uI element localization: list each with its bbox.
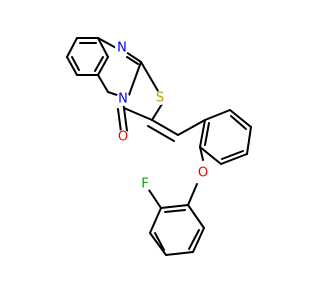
- bond: [97, 74, 109, 93]
- bond: [126, 56, 139, 65]
- bond: [147, 125, 175, 142]
- atom-label: F: [141, 177, 148, 192]
- bond: [94, 56, 104, 72]
- bond: [165, 251, 194, 256]
- bond: [151, 119, 179, 136]
- bond: [140, 61, 159, 92]
- bond: [160, 204, 189, 209]
- bond: [71, 56, 80, 71]
- bond: [148, 189, 162, 209]
- bond: [177, 119, 206, 136]
- atom-label: N: [118, 92, 128, 107]
- bond: [204, 109, 231, 121]
- bond-layer: [66, 37, 252, 256]
- bond: [229, 109, 252, 128]
- bond: [188, 229, 200, 250]
- atom-label-layer: N N S O O F: [115, 41, 210, 192]
- bond: [187, 183, 198, 206]
- bond: [123, 107, 128, 132]
- atom-label: N: [117, 41, 127, 56]
- bond: [97, 37, 109, 58]
- atom-nitrogen-bridgehead: N: [116, 92, 130, 107]
- bond: [192, 227, 205, 253]
- bond: [149, 207, 162, 234]
- bond: [149, 232, 167, 256]
- bond: [66, 56, 78, 76]
- bond: [220, 153, 248, 165]
- bond: [125, 51, 142, 63]
- bond: [97, 56, 109, 76]
- bond: [199, 146, 222, 165]
- bond: [199, 119, 206, 148]
- molecule-structure: N N S O O F: [66, 37, 252, 256]
- atom-label: S: [156, 91, 164, 106]
- atom-label: O: [118, 130, 128, 145]
- atom-nitrogen-imidazole: N: [115, 41, 129, 56]
- bond: [221, 150, 244, 160]
- bond: [246, 126, 252, 155]
- bond: [199, 146, 204, 161]
- bond: [97, 37, 119, 50]
- bond: [123, 107, 153, 121]
- bond: [128, 61, 142, 96]
- bond: [154, 232, 165, 251]
- bond: [204, 122, 210, 146]
- bond: [230, 115, 247, 130]
- bond: [164, 209, 186, 213]
- atom-oxygen-ether: O: [196, 166, 210, 181]
- atom-fluorine: F: [138, 177, 152, 192]
- bond: [187, 204, 205, 229]
- atom-label: O: [198, 166, 208, 181]
- bond: [66, 37, 78, 58]
- atom-oxygen-carbonyl: O: [116, 130, 130, 145]
- bond: [117, 108, 122, 133]
- bond: [151, 103, 163, 121]
- atom-sulfur: S: [153, 91, 167, 106]
